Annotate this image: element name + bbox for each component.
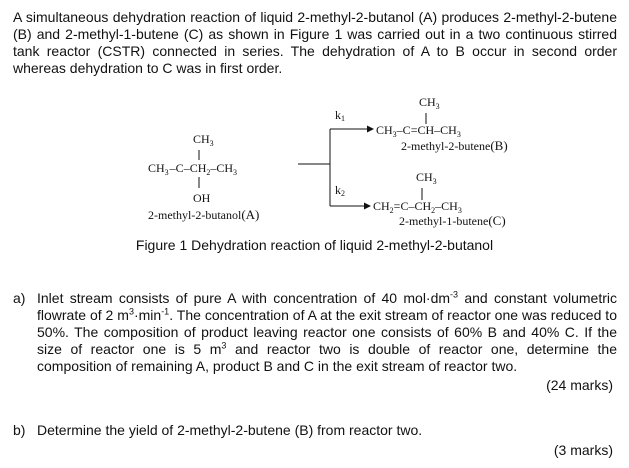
product-b-name: 2-methyl-2-butene(B) — [401, 138, 508, 153]
problem-intro: A simultaneous dehydration reaction of l… — [13, 9, 617, 76]
question-b-label: b) — [13, 422, 26, 438]
question-a: a) Inlet stream consists of pure A with … — [13, 290, 617, 375]
product-b-structure: CH3 CH3–C=CH–CH3 2-methyl-2-butene(B) — [376, 95, 508, 153]
reactant-oh: OH — [193, 191, 211, 205]
product-c-structure: CH3 CH2=C–CH2–CH3 2-methyl-1-butene(C) — [373, 170, 506, 228]
product-c-name: 2-methyl-1-butene(C) — [399, 213, 506, 228]
k1-label: k1 — [335, 108, 345, 123]
reactant-name: 2-methyl-2-butanol(A) — [148, 207, 259, 222]
reactant-top-methyl: CH3 — [193, 132, 214, 148]
question-a-marks: (24 marks) — [546, 377, 613, 393]
reactant-structure: CH3 CH3–C–CH2–CH3 OH 2-methyl-2-butanol(… — [148, 132, 259, 222]
k2-label: k2 — [335, 183, 345, 198]
question-b-text: Determine the yield of 2-methyl-2-butene… — [37, 422, 423, 438]
product-c-top-methyl: CH3 — [416, 170, 437, 186]
figure-1: CH3 CH3–C–CH2–CH3 OH 2-methyl-2-butanol(… — [0, 88, 629, 258]
reactant-chain: CH3–C–CH2–CH3 — [148, 161, 237, 177]
figure-caption: Figure 1 Dehydration reaction of liquid … — [135, 237, 494, 253]
reaction-scheme: CH3 CH3–C–CH2–CH3 OH 2-methyl-2-butanol(… — [148, 95, 508, 228]
question-b: b) Determine the yield of 2-methyl-2-but… — [13, 422, 617, 439]
question-a-label: a) — [13, 290, 26, 306]
question-a-text: Inlet stream consists of pure A with con… — [37, 289, 617, 374]
product-c-chain: CH2=C–CH2–CH3 — [373, 199, 462, 215]
reaction-arrows: k1 k2 — [298, 108, 374, 210]
product-b-top-methyl: CH3 — [419, 95, 440, 111]
product-b-chain: CH3–C=CH–CH3 — [376, 123, 461, 139]
question-b-marks: (3 marks) — [553, 442, 613, 458]
